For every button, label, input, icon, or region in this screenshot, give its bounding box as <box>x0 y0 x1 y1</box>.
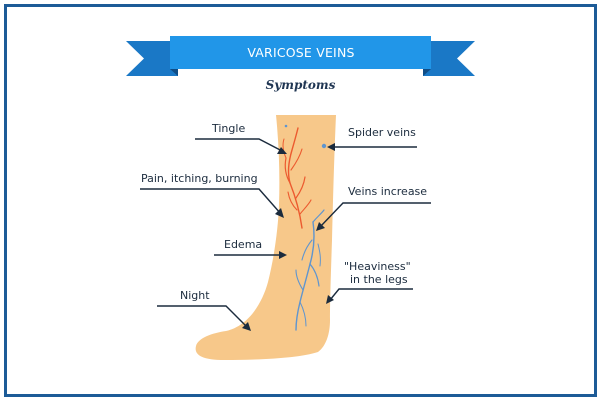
label-night: Night <box>180 289 210 302</box>
label-heaviness-line1: "Heaviness" <box>344 260 411 273</box>
outer-border <box>4 4 597 397</box>
tingle-leader <box>195 138 287 154</box>
title-banner <box>126 36 475 76</box>
red-veins <box>282 127 312 229</box>
leg-shape <box>195 115 336 360</box>
edema-leader <box>214 251 287 259</box>
blue-veins <box>295 209 325 331</box>
label-tingle: Tingle <box>212 122 246 135</box>
spider-veins-leader <box>327 143 417 151</box>
night-leader <box>157 305 251 331</box>
page-title: VARICOSE VEINS <box>247 45 355 60</box>
spider-vein-dot <box>321 143 327 149</box>
leg-illustration <box>195 115 336 360</box>
label-pain-itching-burning: Pain, itching, burning <box>141 172 258 185</box>
label-edema: Edema <box>224 238 263 251</box>
banner-tail-left <box>126 41 178 76</box>
banner-tail-right <box>423 41 475 76</box>
label-veins-increase: Veins increase <box>348 185 428 198</box>
banner-body <box>170 36 431 69</box>
heaviness-leader <box>326 288 413 304</box>
veins-increase-leader <box>316 202 431 231</box>
spider-vein-dot-small <box>284 124 288 128</box>
subtitle: Symptoms <box>265 78 336 92</box>
pain-leader <box>140 188 284 218</box>
leader-lines <box>140 138 431 331</box>
label-spider-veins: Spider veins <box>348 126 416 139</box>
label-heaviness-line2: in the legs <box>350 273 408 286</box>
